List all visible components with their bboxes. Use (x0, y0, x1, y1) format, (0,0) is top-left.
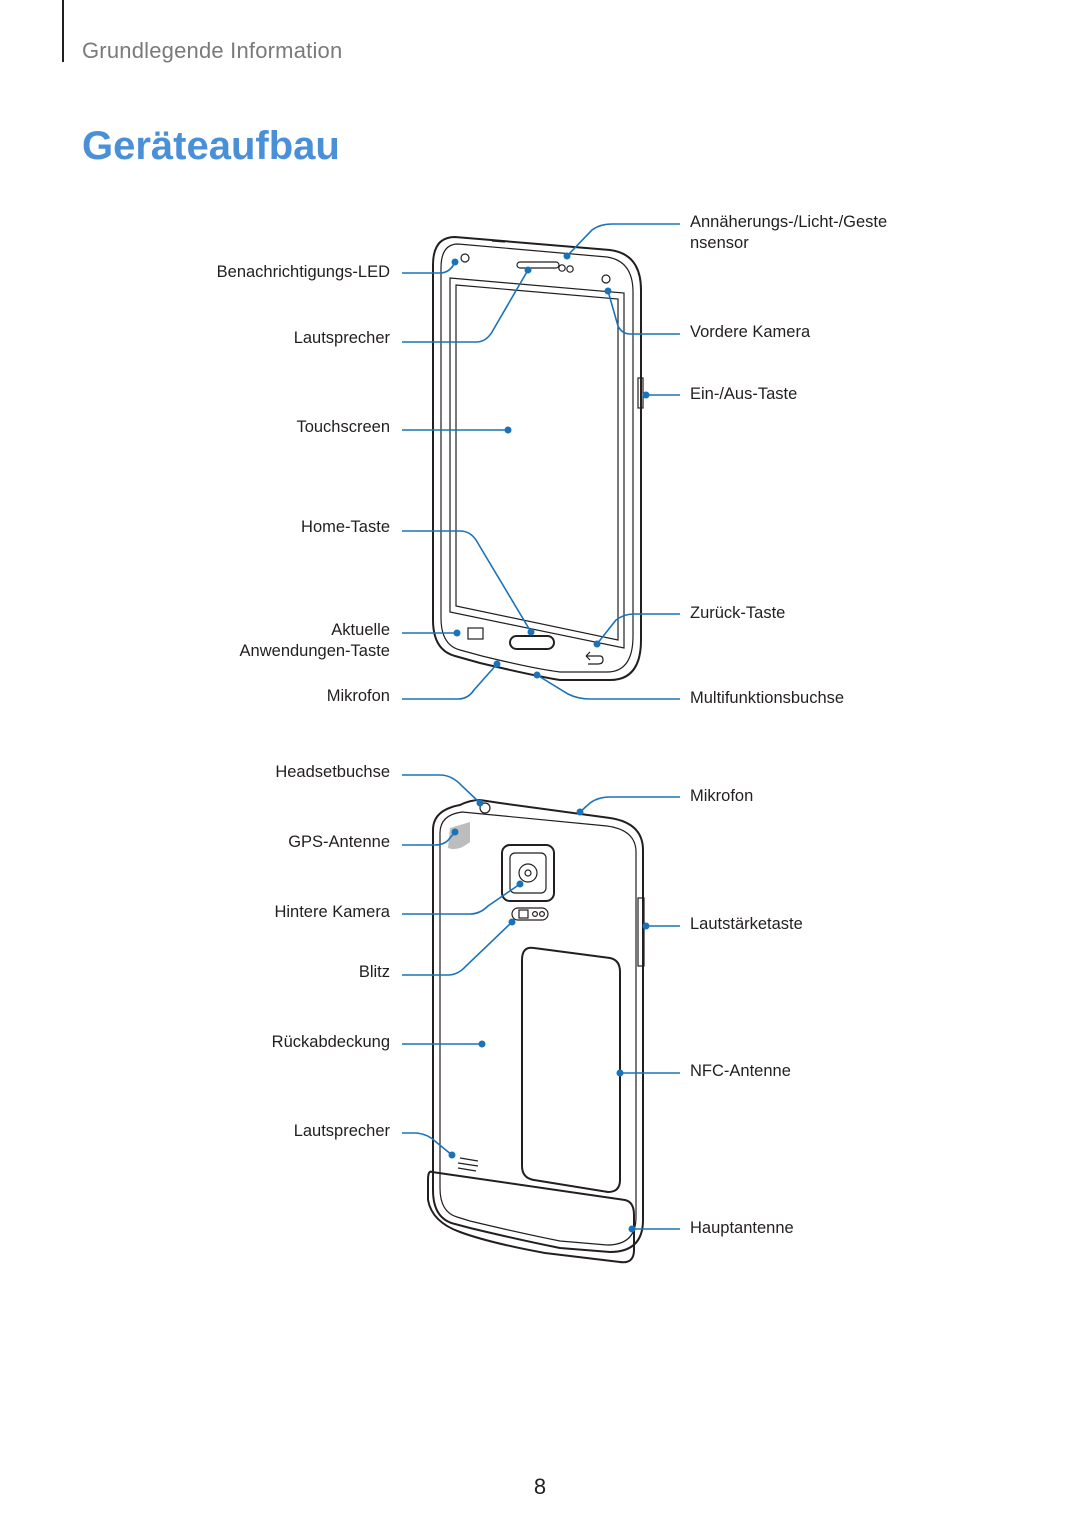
label-back-key: Zurück-Taste (690, 604, 786, 622)
back-key-icon (585, 651, 604, 665)
home-key-shape (509, 635, 555, 650)
main-antenna-outline (427, 1170, 635, 1264)
front-camera-lens (601, 274, 611, 284)
rear-camera-lens (518, 863, 538, 883)
earpiece-speaker (516, 261, 560, 269)
label-recent-apps-line2: Anwendungen-Taste (239, 642, 390, 660)
label-home-key: Home-Taste (301, 518, 390, 536)
label-flash: Blitz (358, 963, 390, 981)
label-front-mic: Mikrofon (326, 687, 390, 705)
label-nfc-antenna: NFC-Antenne (690, 1062, 791, 1080)
flash-module (511, 907, 549, 921)
led-window (460, 253, 470, 263)
label-notification-led: Benachrichtigungs-LED (216, 263, 390, 281)
recent-apps-icon (467, 627, 484, 640)
label-recent-apps-line1: Aktuelle (331, 621, 390, 639)
label-front-camera: Vordere Kamera (690, 323, 811, 341)
label-back-cover: Rückabdeckung (271, 1033, 390, 1051)
loudspeaker-grille (457, 1157, 479, 1172)
gps-antenna-area (448, 822, 470, 850)
label-power-key: Ein-/Aus-Taste (690, 385, 798, 403)
front-leaders-left (402, 258, 535, 700)
label-sensor-line2: nsensor (690, 234, 749, 252)
page-heading: Geräteaufbau (82, 124, 340, 168)
label-rear-speaker: Lautsprecher (293, 1122, 390, 1140)
label-touchscreen: Touchscreen (296, 418, 390, 436)
section-title: Grundlegende Information (82, 38, 343, 63)
label-sensor-line1: Annäherungs-/Licht-/Geste (690, 213, 888, 231)
label-volume-key: Lautstärketaste (690, 915, 803, 933)
phone-back-illustration (427, 798, 645, 1264)
volume-key-shape (637, 897, 645, 967)
back-leaders-right (576, 796, 680, 1233)
power-key-shape (637, 377, 644, 409)
headset-jack-hole (479, 802, 491, 814)
front-leaders-right (533, 223, 680, 700)
label-rear-mic: Mikrofon (690, 787, 754, 805)
nfc-antenna-outline (521, 946, 621, 1194)
label-front-speaker: Lautsprecher (293, 329, 390, 347)
margin-rule (62, 0, 64, 62)
camera-housing (501, 844, 555, 902)
proximity-sensor-2 (566, 265, 574, 273)
back-leaders-left (402, 774, 524, 1159)
page-number: 8 (533, 1474, 547, 1499)
label-headset-jack: Headsetbuchse (275, 763, 390, 781)
label-multipurpose-jack: Multifunktionsbuchse (690, 689, 845, 707)
proximity-sensor-1 (558, 264, 566, 272)
label-rear-camera: Hintere Kamera (274, 903, 390, 921)
label-gps-antenna: GPS-Antenne (288, 833, 390, 851)
label-main-antenna: Hauptantenne (690, 1219, 794, 1237)
